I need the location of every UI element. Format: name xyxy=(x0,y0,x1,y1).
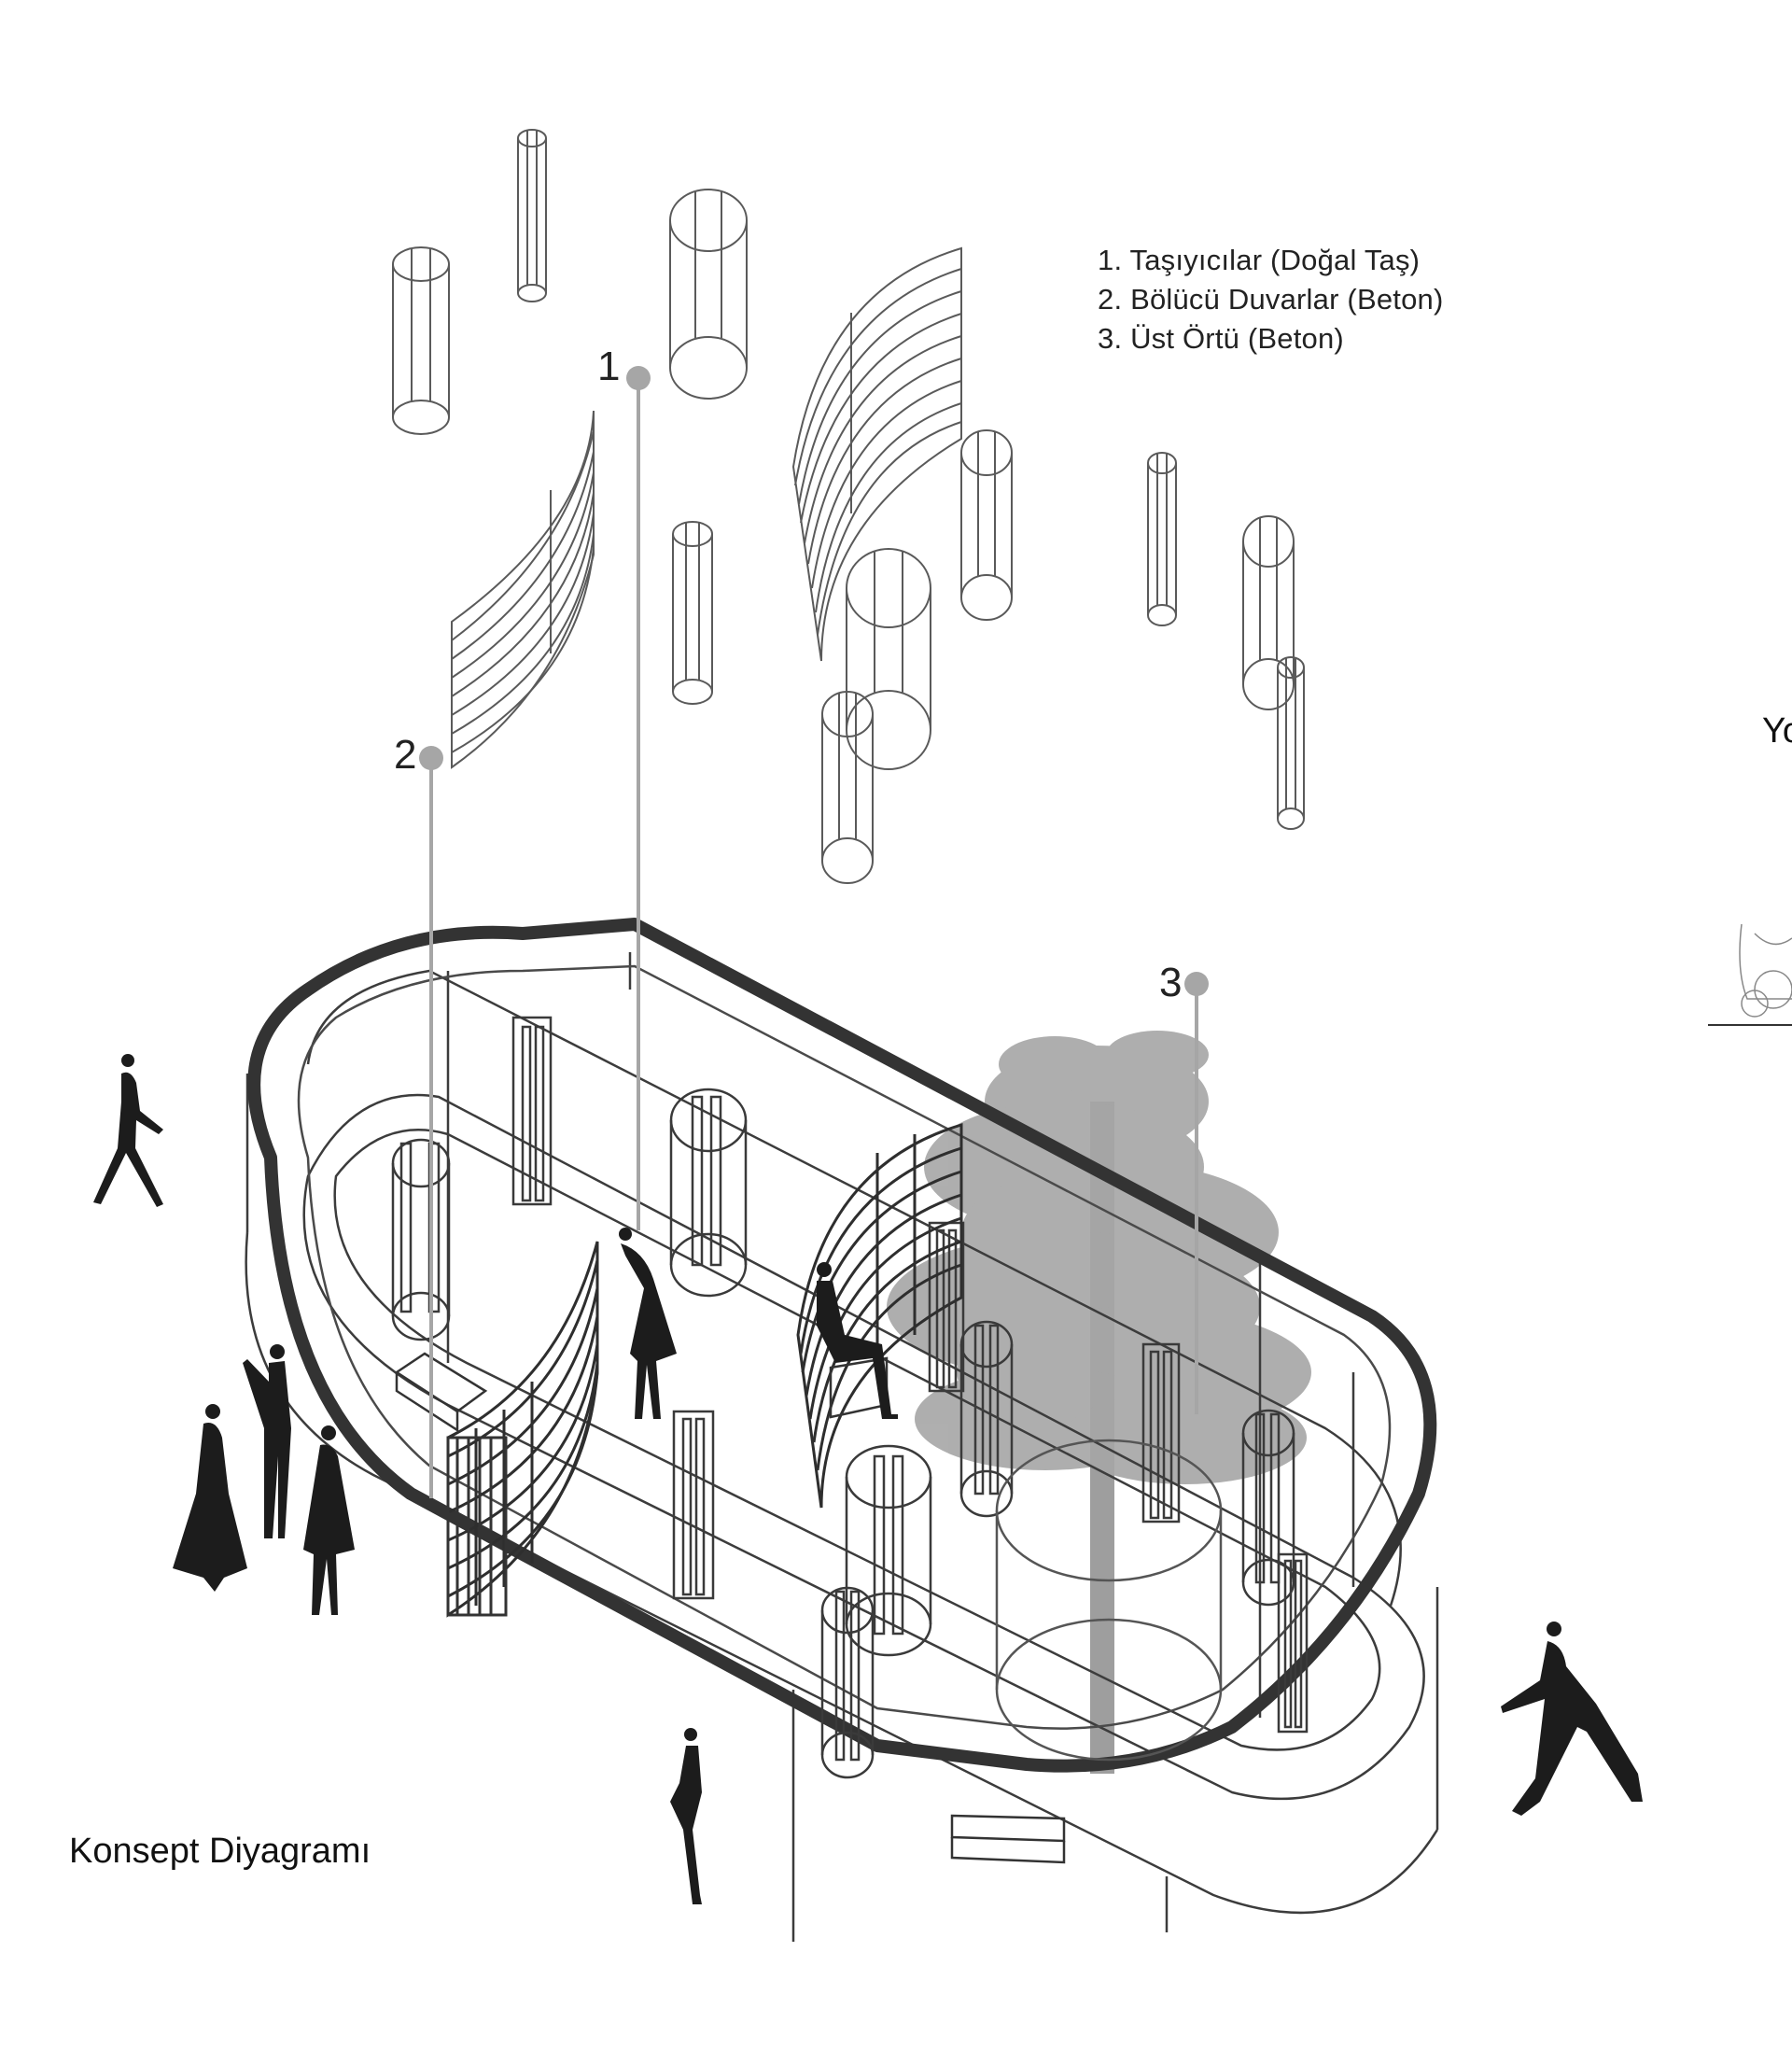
legend-item-roof: 3. Üst Örtü (Beton) xyxy=(1098,319,1443,358)
bench xyxy=(952,1816,1064,1862)
marker-label-2: 2 xyxy=(394,732,416,779)
floating-curved-wall xyxy=(452,411,594,767)
walking-person xyxy=(93,1054,163,1207)
marker-dot-3 xyxy=(1184,972,1209,996)
column xyxy=(393,1140,449,1340)
standing-person xyxy=(670,1728,702,1904)
cropped-edge-label: Yo xyxy=(1762,711,1792,751)
floating-cylinder xyxy=(393,247,449,434)
floating-curved-wall xyxy=(793,248,961,661)
legend: 1. Taşıyıcılar (Doğal Taş) 2. Bölücü Duv… xyxy=(1098,241,1443,358)
floating-cylinder xyxy=(673,522,712,704)
marker-label-3: 3 xyxy=(1159,960,1182,1006)
floating-cylinder xyxy=(1148,453,1176,625)
floating-cylinder xyxy=(961,430,1012,620)
floating-cylinder xyxy=(847,549,931,769)
legend-item-divider-walls: 2. Bölücü Duvarlar (Beton) xyxy=(1098,280,1443,319)
marker-dot-2 xyxy=(419,746,443,770)
side-tree-sketch xyxy=(1708,924,1792,1025)
column xyxy=(513,1018,551,1204)
marker-dot-1 xyxy=(626,366,651,390)
floating-cylinder xyxy=(670,190,747,399)
exploded-walls xyxy=(452,248,961,767)
person-inside xyxy=(619,1228,677,1419)
floating-cylinder xyxy=(518,130,546,302)
tree xyxy=(887,1031,1311,1774)
marker-label-1: 1 xyxy=(597,344,620,390)
column xyxy=(671,1089,746,1296)
legend-item-supports: 1. Taşıyıcılar (Doğal Taş) xyxy=(1098,241,1443,280)
walking-person xyxy=(1501,1622,1643,1816)
human-figures xyxy=(93,1054,1643,1904)
diagram-caption: Konsept Diyagramı xyxy=(69,1832,371,1872)
floating-cylinder xyxy=(1278,657,1304,829)
column xyxy=(674,1411,713,1598)
